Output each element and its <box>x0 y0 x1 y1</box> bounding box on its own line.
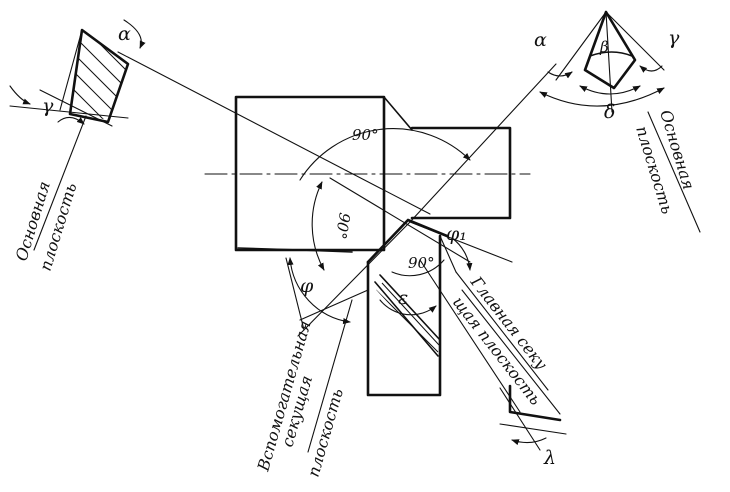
label-vspom-3: плоскость <box>304 386 347 479</box>
label-underline-vspom <box>307 299 353 453</box>
angle-90-top: 90° <box>352 126 379 144</box>
angle-beta: β <box>599 38 609 56</box>
angle-phi: φ <box>300 275 314 297</box>
label-underline-right <box>647 111 701 233</box>
arc-90-bottom <box>391 259 445 277</box>
arc-90-top <box>299 128 471 181</box>
angle-90-bottom: 90° <box>408 254 435 272</box>
cutting-tool <box>366 218 449 397</box>
label-underline-left <box>33 115 87 251</box>
angle-epsilon: ε <box>398 287 408 309</box>
angle-delta: δ <box>604 101 615 123</box>
angle-alpha-right: α <box>534 29 547 51</box>
arc-epsilon <box>379 299 437 316</box>
left-section <box>9 19 146 127</box>
angle-gamma-right: γ <box>668 27 680 49</box>
lambda-detail <box>499 384 567 446</box>
angle-alpha-left: α <box>118 23 131 45</box>
right-section <box>539 10 665 113</box>
angle-gamma-left: γ <box>42 95 54 117</box>
workpiece <box>234 95 512 253</box>
arc-phi <box>287 257 351 325</box>
arc-90-left <box>311 181 325 271</box>
label-underline-glavnaya <box>461 289 561 415</box>
angle-phi1: φ₁ <box>446 223 467 245</box>
angle-90-left: 90° <box>331 211 353 240</box>
angle-lambda: λ <box>543 447 556 469</box>
arc-phi1 <box>451 237 473 271</box>
